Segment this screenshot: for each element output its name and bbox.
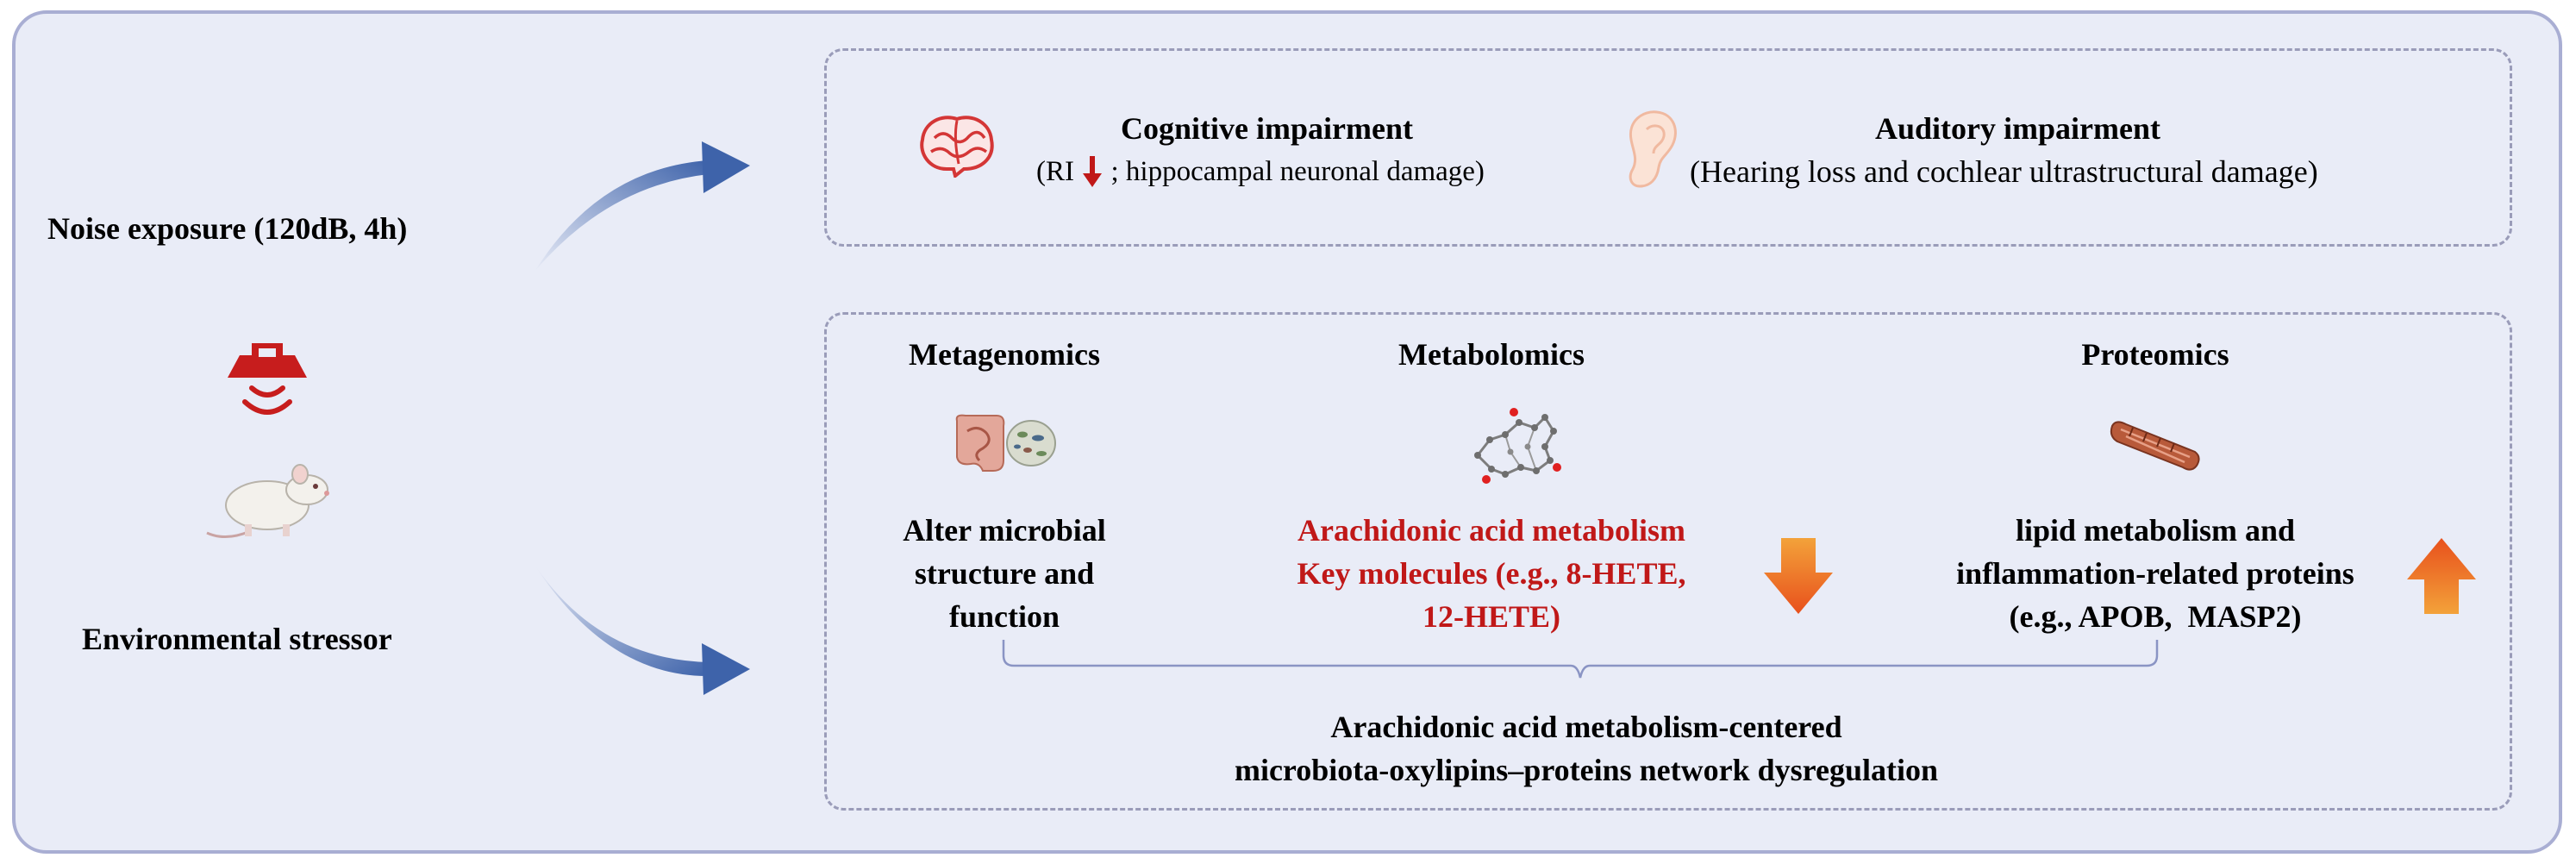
metabolomics-line-2: Key molecules (e.g., 8-HETE, bbox=[1297, 556, 1686, 591]
omics-box bbox=[824, 312, 2512, 811]
proteomics-line-2: inflammation-related proteins bbox=[1956, 556, 2354, 591]
speaker-icon bbox=[228, 343, 307, 415]
metagenomics-line-3: function bbox=[948, 599, 1060, 634]
decrease-arrow-icon bbox=[1764, 538, 1833, 614]
impairments-box bbox=[824, 48, 2512, 247]
cognitive-detail-prefix: (RI bbox=[1036, 156, 1074, 187]
metagenomics-line-1: Alter microbial bbox=[903, 513, 1106, 548]
gut-microbes-icon bbox=[955, 414, 1056, 472]
ear-icon bbox=[1629, 110, 1677, 188]
curved-arrows bbox=[535, 141, 750, 695]
increase-arrow-icon bbox=[2407, 538, 2476, 614]
cognitive-impairment-detail: (RI ; hippocampal neuronal damage) bbox=[1036, 150, 1571, 193]
molecule-icon bbox=[1474, 408, 1561, 484]
brain-icon bbox=[920, 116, 994, 178]
proteomics-line-3: (e.g., APOB, MASP2) bbox=[2009, 599, 2302, 634]
metabolomics-line-3: 12-HETE) bbox=[1422, 599, 1560, 634]
metabolomics-finding: Arachidonic acid metabolism Key molecule… bbox=[1267, 509, 1716, 638]
metabolomics-line-1: Arachidonic acid metabolism bbox=[1297, 513, 1685, 548]
integration-bracket bbox=[1002, 640, 2159, 679]
rat-icon bbox=[206, 464, 329, 538]
metagenomics-line-2: structure and bbox=[914, 556, 1095, 591]
conclusion-text: Arachidonic acid metabolism-centered mic… bbox=[1086, 705, 2086, 792]
metagenomics-finding: Alter microbial structure and function bbox=[845, 509, 1164, 638]
auditory-impairment-title: Auditory impairment bbox=[1875, 111, 2160, 146]
tissue-icon bbox=[2110, 421, 2200, 471]
environmental-stressor-label: Environmental stressor bbox=[82, 622, 392, 656]
proteomics-line-1: lipid metabolism and bbox=[2015, 513, 2296, 548]
auditory-impairment-detail: (Hearing loss and cochlear ultrastructur… bbox=[1690, 154, 2318, 189]
arrow-to-impairments bbox=[535, 141, 750, 272]
metagenomics-heading: Metagenomics bbox=[909, 337, 1100, 372]
proteomics-finding: lipid metabolism and inflammation-relate… bbox=[1914, 509, 2397, 638]
metabolomics-heading: Metabolomics bbox=[1398, 337, 1585, 372]
conclusion-line-2: microbiota-oxylipins–proteins network dy… bbox=[1234, 753, 1939, 787]
noise-exposure-label: Noise exposure (120dB, 4h) bbox=[47, 211, 408, 246]
down-arrow-icon bbox=[1083, 156, 1103, 187]
conclusion-line-1: Arachidonic acid metabolism-centered bbox=[1330, 710, 1842, 744]
cognitive-detail-suffix: ; hippocampal neuronal damage) bbox=[1110, 156, 1485, 187]
cognitive-impairment-title: Cognitive impairment bbox=[1121, 111, 1413, 146]
arrow-to-omics bbox=[535, 565, 750, 695]
proteomics-heading: Proteomics bbox=[2081, 337, 2229, 372]
